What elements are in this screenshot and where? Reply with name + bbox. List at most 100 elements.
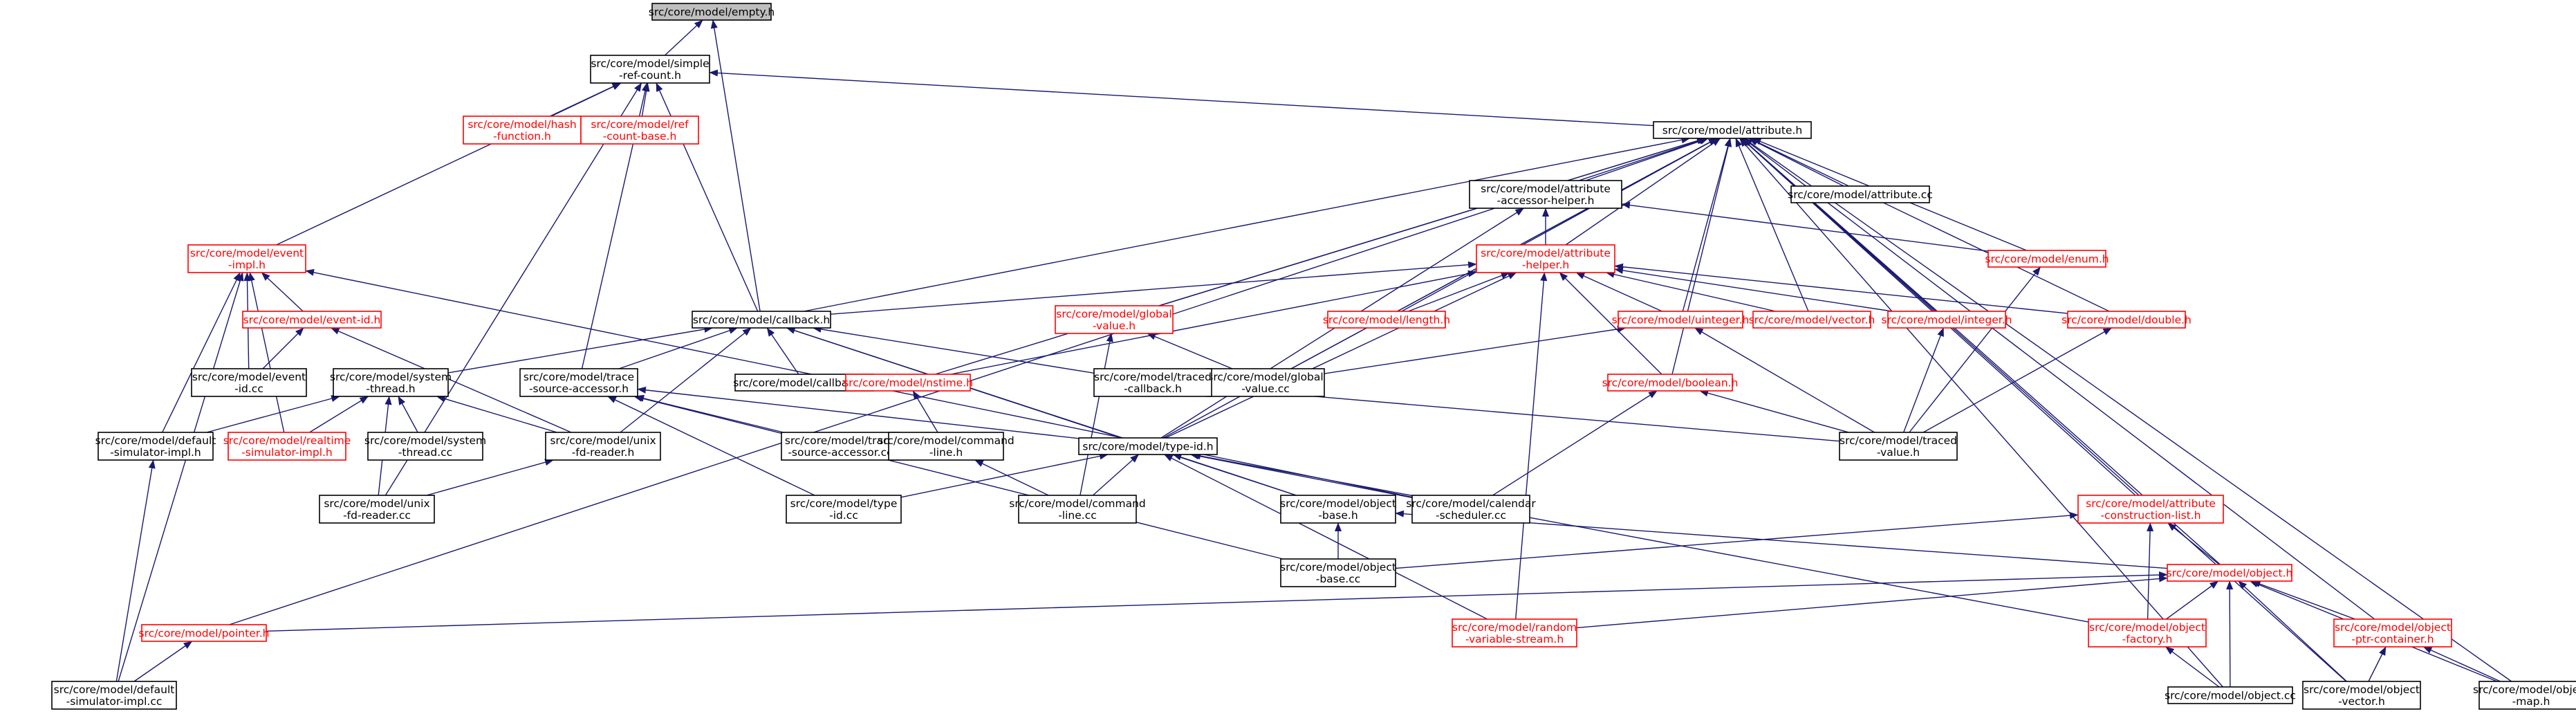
node-vector[interactable]: src/core/model/vector.h (1749, 311, 1875, 329)
node-box (98, 432, 214, 461)
node-attr-construction[interactable]: src/core/model/attribute-construction-li… (2077, 495, 2224, 524)
node-label: src/core/model/uinteger.h (1612, 314, 1750, 327)
node-box (1206, 368, 1325, 397)
include-edge (1682, 138, 1732, 312)
node-command-line[interactable]: src/core/model/command-line.h (878, 432, 1014, 461)
node-global-value[interactable]: src/core/model/global-value.h (1055, 305, 1174, 334)
include-edge (1515, 272, 1548, 620)
node-callback[interactable]: src/core/model/callback.h (692, 311, 831, 329)
node-box (1887, 311, 2006, 329)
node-object-cc[interactable]: src/core/model/object.cc (2165, 686, 2296, 704)
node-type-id-cc[interactable]: src/core/model/type-id.cc (786, 495, 902, 524)
node-trace-source-cc[interactable]: src/core/model/trace-source-accessor.cc (781, 432, 900, 461)
include-edge (1605, 270, 1776, 312)
node-length[interactable]: src/core/model/length.h (1323, 311, 1450, 329)
include-edge (1575, 272, 1662, 312)
node-attr-helper[interactable]: src/core/model/attribute-helper.h (1476, 244, 1615, 273)
include-edge (766, 327, 799, 375)
node-label: src/core/model/trace (523, 371, 634, 383)
node-default-sim-cc[interactable]: src/core/model/default-simulator-impl.cc (51, 681, 177, 710)
node-refbase[interactable]: src/core/model/ref-count-base.h (580, 116, 699, 145)
include-edge (2252, 580, 2355, 620)
include-edge (900, 452, 1109, 498)
node-system-thread-cc[interactable]: src/core/model/system-thread.cc (364, 432, 486, 461)
node-event-id-cc[interactable]: src/core/model/event-id.cc (191, 368, 307, 397)
node-label: src/core/model/default (95, 434, 216, 447)
node-box (1653, 121, 1812, 139)
node-box (781, 432, 900, 461)
node-object[interactable]: src/core/model/object.h (2167, 564, 2293, 582)
node-label: src/core/model/vector.h (1749, 314, 1875, 327)
node-box (1839, 432, 1958, 461)
node-label: -thread.h (366, 383, 415, 395)
node-integer[interactable]: src/core/model/integer.h (1882, 311, 2012, 329)
node-label: -source-accessor.h (529, 383, 629, 395)
node-object-map[interactable]: src/core/model/object-map.h (2473, 681, 2576, 710)
node-hash[interactable]: src/core/model/hash-function.h (463, 116, 582, 145)
include-edge (1559, 272, 1662, 375)
node-box (2333, 618, 2452, 648)
include-edge (637, 386, 1079, 439)
node-ptr-container[interactable]: src/core/model/object-ptr-container.h (2333, 618, 2452, 648)
node-label: -simulator-impl.cc (66, 695, 163, 708)
node-unix-fd-cc[interactable]: src/core/model/unix-fd-reader.cc (319, 495, 435, 524)
node-label: -ref-count.h (619, 69, 681, 82)
node-empty[interactable]: src/core/model/empty.h (649, 3, 775, 21)
include-edge (830, 261, 1477, 315)
node-label: src/core/model/default (54, 683, 175, 696)
node-nstime[interactable]: src/core/model/nstime.h (843, 374, 973, 392)
node-boolean[interactable]: src/core/model/boolean.h (1602, 374, 1739, 392)
include-edge (912, 390, 938, 433)
node-random-stream[interactable]: src/core/model/random-variable-stream.h (1452, 618, 1577, 648)
node-object-base[interactable]: src/core/model/object-base.h (1280, 495, 1396, 524)
node-attribute[interactable]: src/core/model/attribute.h (1653, 121, 1812, 139)
include-edge (633, 395, 1284, 560)
node-traced-value[interactable]: src/core/model/traced-value.h (1839, 432, 1958, 461)
include-edge (447, 326, 713, 374)
node-command-line-cc[interactable]: src/core/model/command-line.cc (1009, 495, 1146, 524)
include-edge (1922, 327, 2112, 433)
node-enum[interactable]: src/core/model/enum.h (1985, 250, 2109, 268)
node-simple-ref[interactable]: src/core/model/simple-ref-count.h (590, 55, 710, 84)
include-edge (1909, 266, 2041, 433)
node-object-vector[interactable]: src/core/model/object-vector.h (2302, 681, 2421, 710)
include-edge (2238, 580, 2347, 682)
node-label: src/core/model/global (1207, 371, 1323, 383)
node-label: src/core/model/event (190, 247, 304, 259)
include-edge (1192, 452, 2089, 623)
include-edge (974, 459, 1049, 496)
node-trace-source[interactable]: src/core/model/trace-source-accessor.h (519, 368, 638, 397)
node-box (367, 432, 483, 461)
include-edge (1165, 272, 1517, 439)
include-edge (118, 272, 244, 682)
node-accessor-helper[interactable]: src/core/model/attribute-accessor-helper… (1469, 180, 1622, 209)
node-uinteger[interactable]: src/core/model/uinteger.h (1612, 311, 1750, 329)
node-event-id[interactable]: src/core/model/event-id.h (242, 311, 382, 329)
node-double[interactable]: src/core/model/double.h (2061, 311, 2192, 329)
include-edge (635, 394, 784, 433)
node-event-impl[interactable]: src/core/model/event-impl.h (187, 244, 306, 273)
node-label: src/core/model/length.h (1323, 314, 1450, 327)
node-label: src/core/model/double.h (2061, 314, 2192, 327)
node-traced-cb[interactable]: src/core/model/traced-callback.h (1093, 368, 1212, 397)
node-global-value-cc[interactable]: src/core/model/global-value.cc (1206, 368, 1325, 397)
node-pointer[interactable]: src/core/model/pointer.h (139, 624, 270, 642)
node-label: -value.h (1093, 320, 1136, 332)
node-calendar[interactable]: src/core/model/calendar-scheduler.cc (1406, 495, 1536, 524)
node-object-base-cc[interactable]: src/core/model/object-base.cc (1280, 558, 1396, 587)
node-label: src/core/model/attribute.cc (1788, 189, 1933, 201)
node-label: src/core/model/calendar (1406, 497, 1536, 510)
node-type-id[interactable]: src/core/model/type-id.h (1078, 437, 1218, 455)
node-label: -callback.h (1124, 383, 1182, 395)
node-realtime-sim[interactable]: src/core/model/realtime-simulator-impl.h (223, 432, 351, 461)
node-box (651, 3, 772, 21)
node-box (1280, 495, 1396, 524)
node-system-thread[interactable]: src/core/model/system-thread.h (330, 368, 452, 397)
node-default-sim[interactable]: src/core/model/default-simulator-impl.h (95, 432, 216, 461)
node-box (786, 495, 902, 524)
node-unix-fd-h[interactable]: src/core/model/unix-fd-reader.h (545, 432, 661, 461)
include-edge (1739, 138, 2223, 688)
node-object-factory[interactable]: src/core/model/object-factory.h (2088, 618, 2207, 648)
node-attr-cc[interactable]: src/core/model/attribute.cc (1788, 185, 1933, 203)
